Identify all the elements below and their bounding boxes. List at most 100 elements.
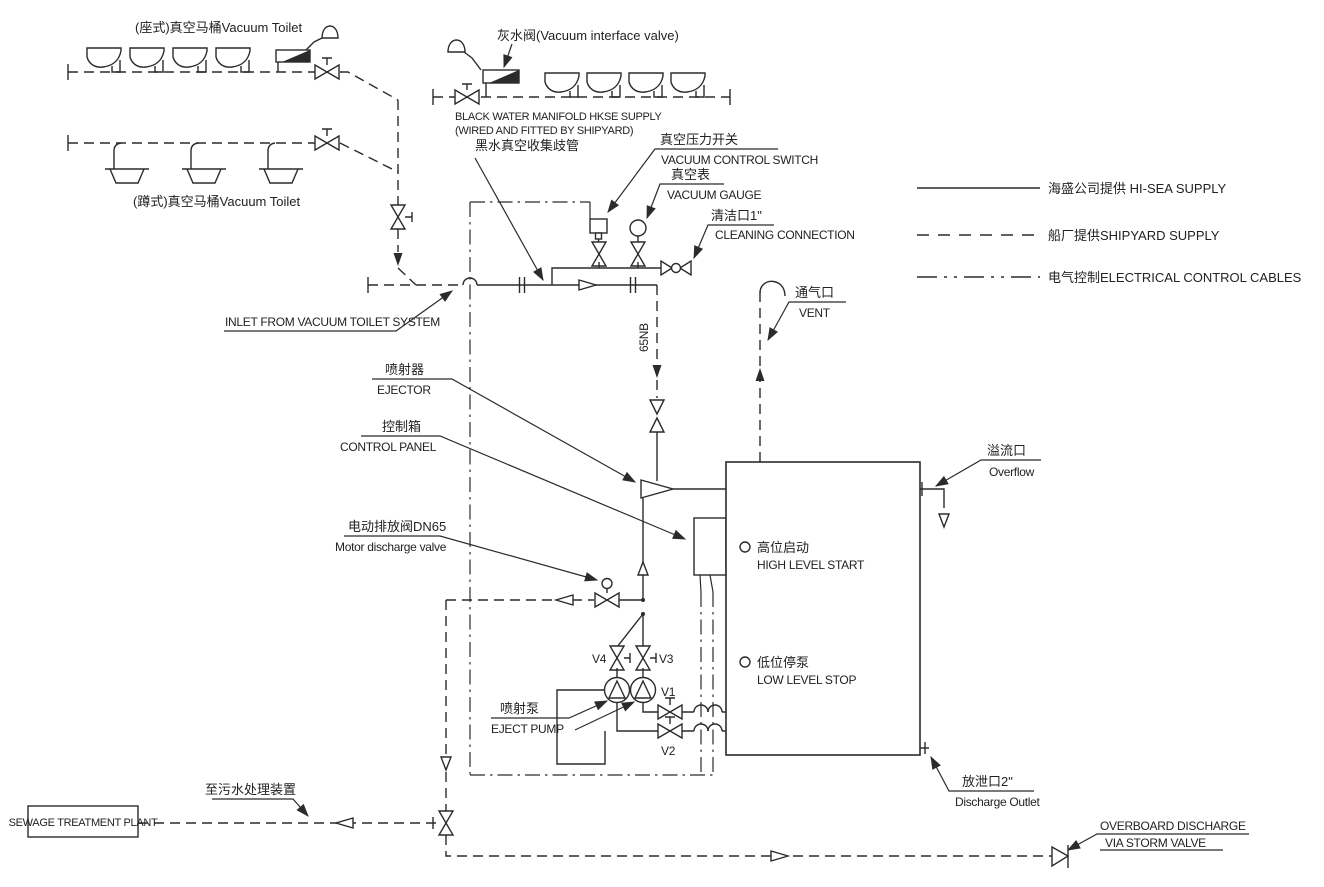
seated-toilet-icon (628, 72, 664, 98)
overflow-label-en: Overflow (989, 465, 1035, 479)
squat-toilet-branch: (蹲式)真空马桶Vacuum Toilet (67, 128, 399, 209)
inlet-label: INLET FROM VACUUM TOILET SYSTEM (225, 315, 440, 329)
sewage-plant-label: SEWAGE TREATMENT PLANT (9, 817, 158, 829)
low-level-label-cn: 低位停泵 (757, 655, 809, 670)
low-level-sensor-icon (739, 656, 751, 668)
check-valve-icon (649, 399, 665, 433)
flow-arrow-up-icon (755, 368, 765, 381)
vacuum-interface-valve-icon (275, 25, 339, 72)
vacuum-pipe-65nb: 65NB (637, 285, 665, 481)
valve-v4-label: V4 (592, 652, 607, 666)
manifold-label-1: BLACK WATER MANIFOLD HKSE SUPPLY (455, 111, 663, 123)
discharge-valve-icon (438, 810, 454, 836)
control-panel-label-cn: 控制箱 (382, 419, 421, 434)
squat-toilet-icon (181, 142, 227, 184)
flow-arrow-down-icon (440, 756, 452, 771)
flow-arrow-down-icon (938, 513, 950, 528)
overflow-label-cn: 溢流口 (987, 443, 1026, 458)
high-level-label-en: HIGH LEVEL START (757, 558, 865, 572)
eject-pump-label-en: EJECT PUMP (491, 722, 564, 736)
high-level-sensor-icon (739, 541, 751, 553)
ejector-icon (640, 479, 676, 499)
vacuum-control-switch-icon (470, 201, 608, 268)
shutoff-valve-icon (454, 83, 480, 105)
toilet-drop-pipe (390, 100, 417, 286)
pipe-bridge-icon (707, 723, 723, 732)
control-panel-group: 控制箱 CONTROL PANEL (340, 202, 727, 776)
motor-valve-label-cn: 电动排放阀DN65 (348, 519, 446, 534)
sewage-plant-box (27, 805, 139, 838)
pipe-bridge-icon (707, 704, 723, 713)
seated-toilet-branch: (座式)真空马桶Vacuum Toilet (67, 20, 399, 101)
eject-pump-label-cn: 喷射泵 (500, 701, 539, 716)
cleaning-connection-icon (660, 260, 692, 276)
motor-discharge-line: 电动排放阀DN65 Motor discharge valve (335, 519, 645, 648)
seated-toilet-label: (座式)真空马桶Vacuum Toilet (135, 20, 302, 35)
shutoff-valve-icon (314, 57, 340, 80)
seated-toilet-icon (129, 47, 165, 73)
vent-label-en: VENT (799, 306, 831, 320)
squat-toilet-icon (104, 142, 150, 184)
flow-arrow-right-icon (578, 279, 597, 291)
valve-v2-icon (657, 716, 683, 739)
vacuum-gauge-icon (629, 219, 647, 268)
manifold-label-2: (WIRED AND FITTED BY SHIPYARD) (455, 125, 633, 137)
to-sewage-label: 至污水处理装置 (205, 782, 296, 797)
motor-valve-label-en: Motor discharge valve (335, 540, 447, 554)
flow-arrow-down-icon (652, 365, 662, 378)
eject-pump-unit: V4 V3 V1 V2 喷射泵 EJECT PUMP (491, 645, 726, 765)
legend: 海盛公司提供 HI-SEA SUPPLY 船厂提供SHIPYARD SUPPLY… (917, 181, 1302, 285)
vent-label-cn: 通气口 (795, 285, 834, 300)
electrical-cable (700, 592, 714, 775)
electrical-cable (469, 202, 713, 776)
vacuum-switch-label-en: VACUUM CONTROL SWITCH (661, 153, 818, 167)
seated-toilet-icon (670, 72, 706, 98)
valve-v3-label: V3 (659, 652, 674, 666)
valve-v1-label: V1 (661, 685, 676, 699)
valve-v4-icon (609, 645, 631, 671)
collecting-tank: 高位启动 HIGH LEVEL START 低位停泵 LOW LEVEL STO… (725, 461, 921, 756)
valve-v3-icon (635, 645, 657, 671)
overboard-label-1: OVERBOARD DISCHARGE (1100, 819, 1246, 833)
legend-electrical-label: 电气控制ELECTRICAL CONTROL CABLES (1048, 270, 1302, 285)
black-water-manifold: 灰水阀(Vacuum interface valve) BLACK WATER … (432, 28, 731, 282)
legend-hisea-label: 海盛公司提供 HI-SEA SUPPLY (1048, 181, 1227, 196)
seated-toilet-icon (215, 47, 251, 73)
vacuum-interface-valve-icon (447, 39, 520, 97)
flow-arrow-up-icon (637, 561, 649, 576)
vacuum-gauge-label-en: VACUUM GAUGE (667, 188, 761, 202)
discharge-outlet: 放泄口2" Discharge Outlet (920, 742, 1041, 809)
squat-toilet-icon (258, 142, 304, 184)
vacuum-gauge-label-cn: 真空表 (671, 167, 710, 182)
storm-valve-icon (1051, 845, 1070, 868)
cleaning-label-en: CLEANING CONNECTION (715, 228, 855, 242)
eject-pump-icon (603, 676, 631, 704)
flow-arrow-down-icon (393, 253, 403, 266)
squat-toilet-label: (蹲式)真空马桶Vacuum Toilet (133, 194, 300, 209)
valve-v1-icon (657, 697, 683, 720)
low-level-label-en: LOW LEVEL STOP (757, 673, 856, 687)
flow-arrow-left-icon (335, 817, 354, 829)
ejector-label-en: EJECTOR (377, 383, 431, 397)
control-panel-label-en: CONTROL PANEL (340, 440, 437, 454)
interface-valve-label: 灰水阀(Vacuum interface valve) (497, 28, 679, 43)
flow-arrow-left-icon (555, 594, 574, 606)
seated-toilet-icon (86, 47, 122, 73)
discharge-piping: SEWAGE TREATMENT PLANT 至污水处理装置 OVERBOARD… (9, 600, 1249, 868)
valve-v2-label: V2 (661, 744, 676, 758)
seated-toilet-icon (172, 47, 208, 73)
instrument-header: 真空压力开关 VACUUM CONTROL SWITCH 真空表 VACUUM … (470, 132, 855, 285)
legend-shipyard-label: 船厂提供SHIPYARD SUPPLY (1048, 228, 1220, 243)
bell-icon (321, 25, 339, 39)
manifold-label-3: 黑水真空收集歧管 (475, 138, 579, 153)
flow-arrow-right-icon (770, 850, 789, 862)
high-level-label-cn: 高位启动 (757, 540, 809, 555)
pipe-size-label: 65NB (637, 323, 651, 352)
vent-line: 通气口 VENT (755, 280, 846, 462)
vacuum-switch-label-cn: 真空压力开关 (660, 132, 738, 147)
drop-valve-icon (390, 204, 413, 230)
eject-pump-icon (629, 676, 657, 704)
seated-toilet-icon (586, 72, 622, 98)
